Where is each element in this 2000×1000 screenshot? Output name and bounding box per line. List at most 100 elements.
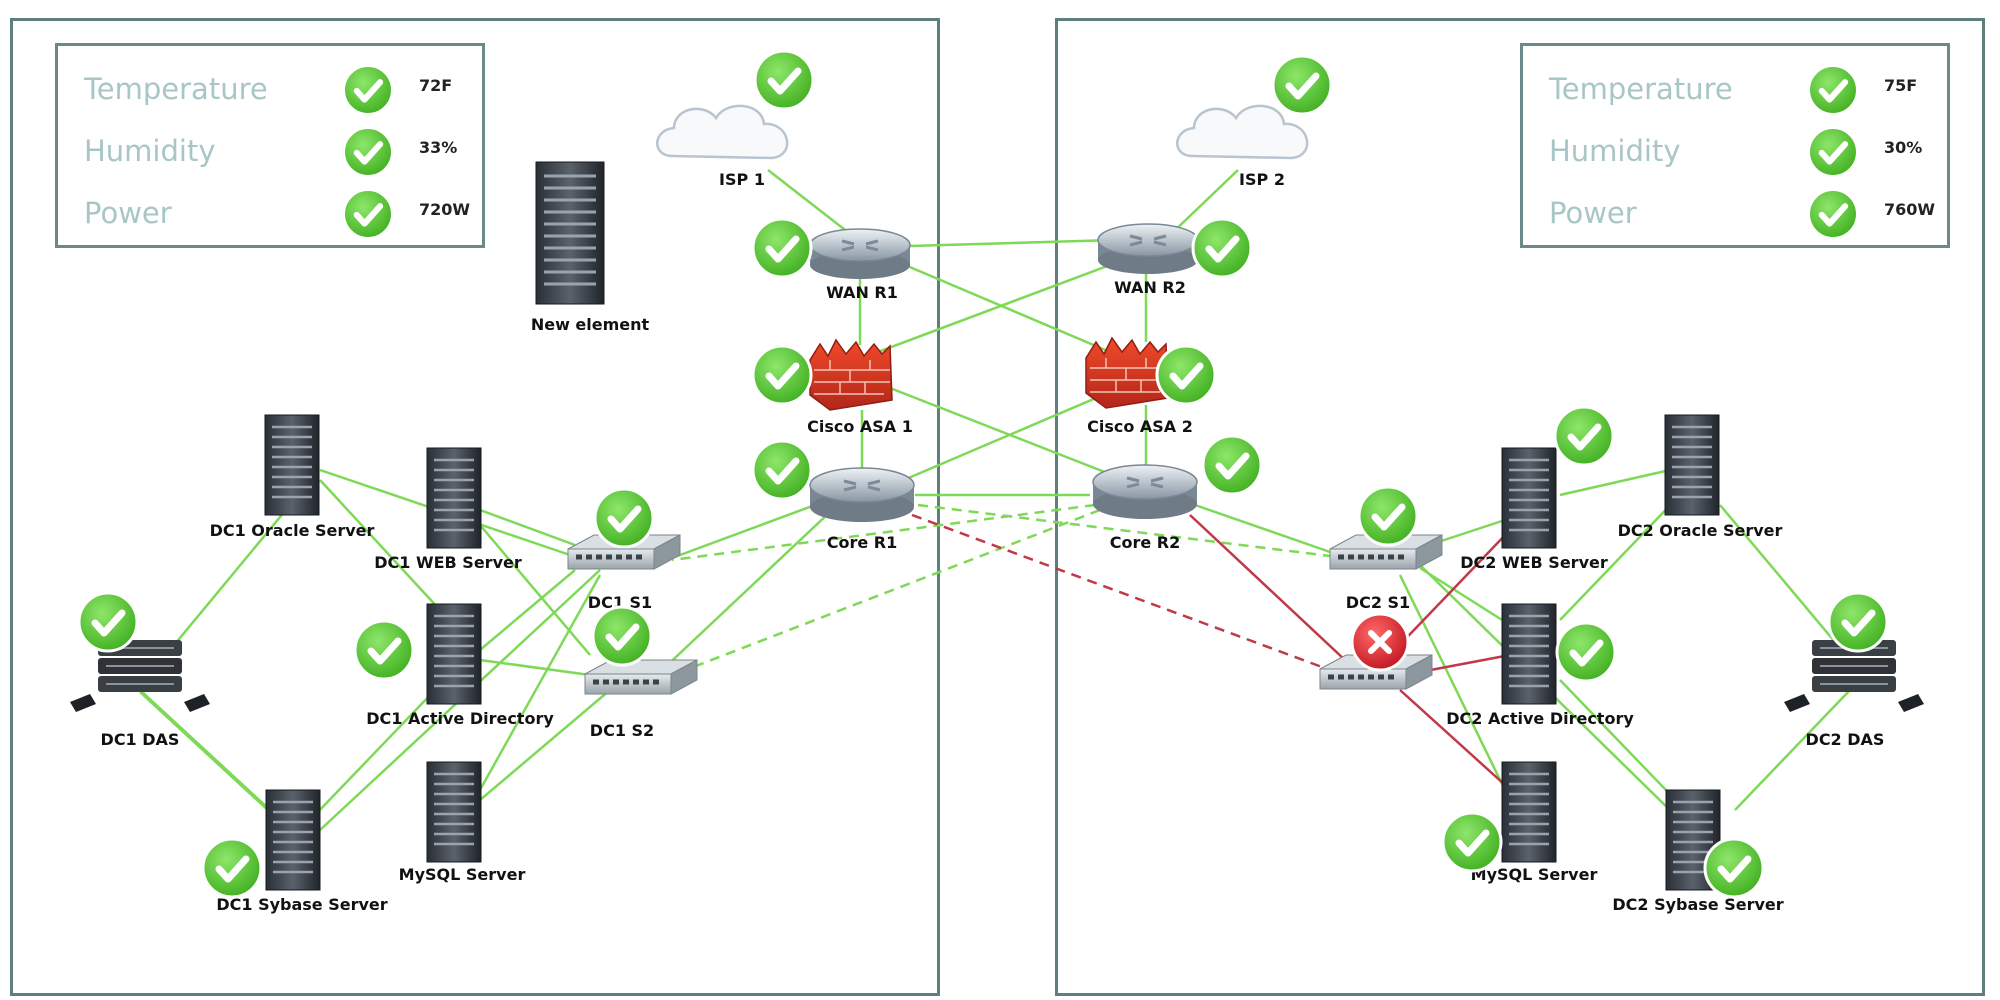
link-isp2-wanr2 (1169, 169, 1239, 236)
cisco-asa-1-label: Cisco ASA 1 (807, 417, 913, 436)
datacenter-2-panel (1055, 18, 1985, 996)
status-badges (77, 49, 1889, 899)
link-dc2s1-dc2ad (1419, 566, 1511, 627)
isp1-label: ISP 1 (719, 170, 765, 189)
server-icon[interactable] (264, 414, 320, 516)
core-r2-label: Core R2 (1110, 533, 1181, 552)
temperature-value: 75F (1884, 76, 1918, 95)
firewall-icon[interactable] (1085, 336, 1169, 409)
link-corer1-dc1s2 (659, 511, 831, 673)
check-icon (1441, 811, 1503, 873)
check-icon (751, 344, 813, 406)
link-dc2web-dc2oracle (1559, 468, 1671, 497)
check-icon (1155, 344, 1217, 406)
server-icon[interactable] (535, 161, 605, 305)
link-corer1-dc2s1 (917, 503, 1331, 558)
link-wanr2-asa1 (869, 260, 1119, 357)
server-icon[interactable] (1501, 761, 1557, 863)
link-dc1web-dc1s1 (479, 508, 576, 547)
dc1-das-label: DC1 DAS (101, 730, 180, 749)
error-icon (1350, 612, 1410, 672)
storage-icon[interactable] (70, 640, 210, 712)
dc1-mysql-label: MySQL Server (399, 865, 526, 884)
humidity-value: 30% (1884, 138, 1923, 157)
check-icon (1827, 591, 1889, 653)
link-dc2oracle-dc2das (1719, 504, 1841, 649)
dc2-environment-status: Temperature 75F Humidity 30% Power 760W (1520, 43, 1950, 248)
server-icon[interactable] (426, 447, 482, 549)
link-dc2oracle-dc2ad (1559, 494, 1681, 621)
server-icon[interactable] (1501, 447, 1557, 549)
router-icon[interactable] (1097, 223, 1199, 274)
link-wanr1-asa2 (904, 263, 1111, 354)
humidity-label: Humidity (1549, 134, 1681, 168)
link-dc1ad-dc1sybase (314, 689, 436, 816)
link-corer2-dc1s1 (671, 503, 1096, 562)
temperature-label: Temperature (84, 72, 268, 106)
server-icon[interactable] (1665, 789, 1721, 891)
humidity-label: Humidity (84, 134, 216, 168)
server-icon[interactable] (1664, 414, 1720, 516)
router-icon[interactable] (809, 467, 915, 522)
check-icon (1553, 405, 1615, 467)
link-corer2-dc2s1 (1194, 503, 1331, 554)
check-icon (593, 487, 655, 549)
check-icon (342, 188, 394, 240)
server-icon[interactable] (426, 603, 482, 705)
switch-icon[interactable] (1329, 534, 1443, 570)
power-label: Power (1549, 196, 1637, 230)
new-element-label: New element (531, 315, 650, 334)
check-icon (1703, 837, 1765, 899)
isp2-label: ISP 2 (1239, 170, 1285, 189)
check-icon (342, 64, 394, 116)
check-icon (753, 49, 815, 111)
dc2-ad-label: DC2 Active Directory (1446, 709, 1634, 728)
power-label: Power (84, 196, 172, 230)
check-icon (751, 217, 813, 279)
check-icon (1201, 434, 1263, 496)
dc1-s1-label: DC1 S1 (588, 593, 652, 612)
firewall-icon[interactable] (809, 338, 893, 411)
link-dc2s2-dc2web (1389, 529, 1511, 656)
server-icon[interactable] (1501, 603, 1557, 705)
link-dc1oracle-dc1das (169, 504, 291, 651)
link-asa2-corer1 (891, 390, 1111, 487)
link-asa1-corer2 (889, 386, 1121, 480)
humidity-value: 33% (419, 138, 458, 157)
check-icon (1807, 126, 1859, 178)
cloud-icon[interactable] (656, 104, 789, 160)
cloud-icon[interactable] (1176, 104, 1309, 160)
dc2-s1-label: DC2 S1 (1346, 593, 1410, 612)
router-icon[interactable] (809, 228, 911, 279)
check-icon (1807, 64, 1859, 116)
power-value: 760W (1884, 200, 1936, 219)
power-value: 720W (419, 200, 471, 219)
wan-r1-label: WAN R1 (826, 283, 898, 302)
link-corer2-dc1s2 (669, 508, 1101, 678)
cisco-asa-2-label: Cisco ASA 2 (1087, 417, 1193, 436)
dc1-web-label: DC1 WEB Server (374, 553, 522, 572)
link-dc1das-dc1sybase-b (139, 691, 271, 813)
router-icon[interactable] (1092, 464, 1198, 519)
link-corer1-dc2s2 (911, 513, 1331, 672)
check-icon (1807, 188, 1859, 240)
switch-icon[interactable] (584, 659, 698, 695)
check-icon (77, 591, 139, 653)
server-icon[interactable] (265, 789, 321, 891)
server-icon[interactable] (426, 761, 482, 863)
check-icon (1357, 485, 1419, 547)
dc1-oracle-label: DC1 Oracle Server (210, 521, 375, 540)
link-dc1oracle-dc1ad (319, 479, 441, 611)
link-dc2s1-dc2mysql (1398, 574, 1507, 791)
check-icon (1271, 54, 1333, 116)
check-icon (1555, 621, 1617, 683)
link-corer1-dc1s1 (671, 503, 816, 560)
link-dc2das-dc2sybase (1734, 689, 1851, 811)
check-icon (591, 605, 653, 667)
link-dc2s2-dc2ad (1419, 653, 1511, 674)
dc1-environment-status: Temperature 72F Humidity 33% Power 720W (55, 43, 485, 248)
temperature-label: Temperature (1549, 72, 1733, 106)
check-icon (1191, 217, 1253, 279)
